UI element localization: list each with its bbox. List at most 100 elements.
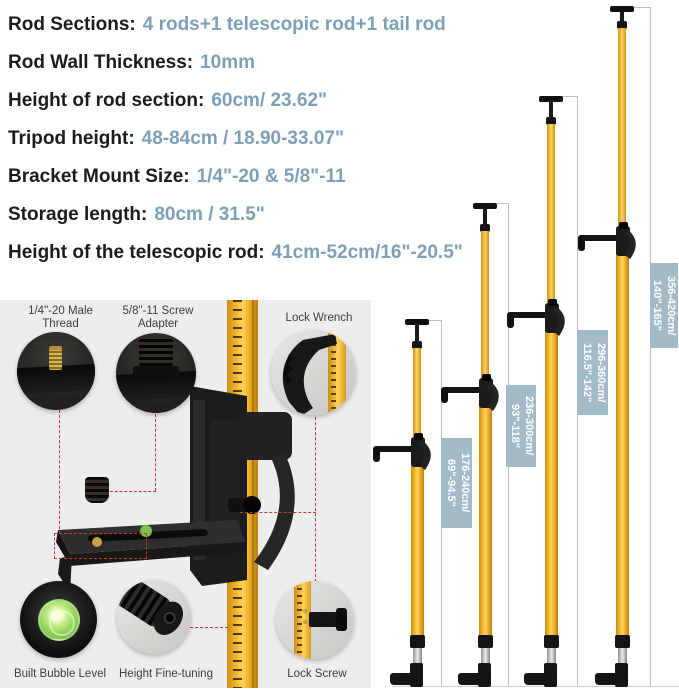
spec-value: 48-84cm / 18.90-33.07": [141, 128, 344, 149]
pole-silver-section: [618, 648, 627, 666]
range-label-2: 236-300cm/ 93"-118": [506, 385, 536, 467]
pole-top-stem: [549, 101, 553, 119]
brass-pin: [303, 609, 308, 613]
connector-dash: [110, 491, 156, 492]
pole-top-stem: [620, 11, 624, 23]
range-label-4: 356-420cm/ 140"-165": [650, 263, 678, 348]
pole-upper-section: [413, 348, 421, 444]
measure-tick: [562, 96, 577, 97]
pole-section: [294, 581, 311, 659]
connector-dash: [190, 627, 228, 628]
spec-label: Rod Sections:: [8, 14, 136, 35]
pole-shaft: [545, 306, 558, 637]
pole-top-cap: [473, 203, 497, 209]
screw-adapter-icon: [139, 339, 173, 367]
spec-value: 4 rods+1 telescopic rod+1 tail rod: [142, 14, 446, 35]
lock-screw-label: Lock Screw: [287, 668, 347, 680]
connector-dash: [59, 410, 60, 534]
spec-value: 80cm / 31.5": [154, 204, 265, 225]
measure-tick: [633, 7, 650, 8]
spec-label: Bracket Mount Size:: [8, 166, 190, 187]
pole-clamp: [441, 374, 499, 411]
spec-label: Height of rod section:: [8, 90, 205, 111]
adapter-piece-graphic: [85, 477, 109, 503]
label-line: 1/4"-20 Male: [28, 305, 93, 317]
connector-dash: [240, 512, 316, 513]
label-line: 5/8"-11 Screw: [122, 305, 194, 317]
fine-tuning-knob-icon: [117, 580, 191, 645]
range-line: 236-300cm/: [523, 396, 535, 456]
pole-shaft: [616, 228, 629, 637]
lock-wrench-icon: [282, 334, 337, 415]
spec-row: Rod Wall Thickness:10mm: [8, 44, 463, 82]
pole-top-stem: [415, 324, 419, 343]
range-line: 356-420cm/: [665, 275, 677, 336]
clamp-jaw: [240, 412, 292, 460]
spec-value: 60cm/ 23.62": [211, 90, 328, 111]
spec-label: Tripod height:: [8, 128, 135, 149]
range-line: 93"-118": [509, 403, 521, 449]
spec-label: Storage length:: [8, 204, 148, 225]
lock-screw-icon: [309, 612, 341, 627]
pole-upper-section: [547, 124, 555, 308]
pole-shaft: [479, 381, 492, 637]
pole-top-cap: [610, 6, 634, 12]
plate-bubble: [140, 525, 152, 537]
label-line: Adapter: [137, 318, 179, 330]
lock-screw-callout: [276, 581, 354, 659]
pole-clamp: [373, 433, 431, 470]
screw-adapter-label: 5/8"-11 Screw Adapter: [108, 305, 208, 331]
pole-shaft: [411, 442, 424, 637]
pole-foot-arm: [595, 673, 622, 685]
male-thread-label: 1/4"-20 Male Thread: [8, 305, 113, 331]
fine-tuning-label: Height Fine-tuning: [119, 668, 213, 680]
pole-collar: [412, 341, 422, 349]
male-thread-icon: [49, 346, 62, 370]
pole-foot-arm: [390, 673, 417, 685]
pole-foot-arm: [458, 673, 485, 685]
spec-row: Bracket Mount Size:1/4"-20 & 5/8"-11: [8, 158, 463, 196]
range-line: 69"-94.5": [445, 459, 457, 507]
pole-collar: [480, 224, 490, 232]
spec-label: Height of the telescopic rod:: [8, 242, 265, 263]
pole-clamp: [578, 222, 636, 259]
bubble-level-label: Built Bubble Level: [13, 668, 107, 680]
spec-row: Storage length: 80cm / 31.5": [8, 196, 463, 234]
pole-collar: [546, 117, 556, 125]
pole-bottom-collar: [478, 635, 493, 648]
connector-dash: [155, 409, 156, 491]
connector-dash: [315, 417, 316, 582]
pole-upper-section: [618, 28, 626, 230]
lock-wrench-label: Lock Wrench: [285, 312, 353, 324]
range-label-1: 176-240cm/ 69"-94.5": [441, 438, 472, 528]
screw-flange: [133, 366, 179, 377]
pole-clamp: [507, 299, 565, 336]
range-label-3: 296-360cm/ 116.5"-142": [577, 330, 608, 415]
pole-section: [328, 330, 346, 415]
bracket-assembly-graphic: [56, 386, 295, 592]
bracket-slot: [210, 420, 240, 530]
label-line: Thread: [42, 318, 79, 330]
spec-row: Tripod height: 48-84cm / 18.90-33.07": [8, 120, 463, 158]
spec-value: 41cm-52cm/16"-20.5": [271, 242, 463, 263]
spec-row: Height of rod section: 60cm/ 23.62": [8, 82, 463, 120]
spec-row: Height of the telescopic rod: 41cm-52cm/1…: [8, 234, 463, 272]
ruler-ticks: [331, 330, 336, 415]
pole-upper-section: [481, 231, 489, 383]
pole-bottom-collar: [544, 635, 559, 648]
bubble-level-icon: [37, 598, 80, 641]
pole-top-cap: [539, 96, 563, 102]
spec-value: 10mm: [200, 52, 256, 73]
bubble-level-callout: [20, 581, 97, 658]
range-line: 140"-165": [651, 280, 663, 331]
range-line: 296-360cm/: [595, 342, 607, 403]
spec-row: Rod Sections: 4 rods+1 telescopic rod+1 t…: [8, 6, 463, 44]
range-line: 176-240cm/: [459, 453, 471, 513]
brass-pin: [303, 620, 308, 624]
ground-line: [392, 686, 679, 687]
pole-edge-shade: [252, 300, 254, 688]
pole-silver-section: [413, 648, 422, 666]
lock-screw-cap: [336, 608, 347, 631]
pole-bottom-collar: [410, 635, 425, 648]
